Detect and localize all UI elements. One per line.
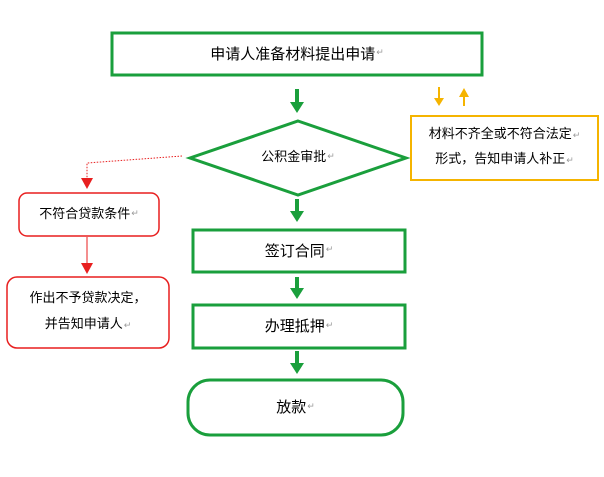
return-mark: ↵ [131,208,139,219]
sign-box [191,228,407,274]
loan-box [186,378,405,437]
sign-text: 签订合同 [264,241,325,260]
apply-label: 申请人准备材料提出申请↵ [112,33,482,75]
loan-text: 放款 [276,398,307,417]
arrow-mortgage-to-loan-head [290,363,304,374]
review-diamond [185,119,411,197]
review-text: 公积金审批 [261,150,327,166]
incomplete-label: 材料不齐全或不符合法定↵ 形式，告知申请人补正↵ [411,118,598,178]
yellow-arrow-down-head [434,98,444,106]
loan-label: 放款↵ [188,380,403,435]
return-mark: ↵ [307,401,315,412]
reject-text-line1: 作出不予贷款决定， [29,291,147,306]
incomplete-box [410,115,599,181]
reject-text-line2: 并告知申请人 [44,317,123,332]
yellow-arrow-up-head [459,88,469,97]
return-mark: ↵ [325,320,334,331]
mortgage-label: 办理抵押↵ [193,305,405,348]
return-mark: ↵ [327,152,335,163]
mortgage-text: 办理抵押 [264,317,325,336]
reject-box [6,276,170,349]
arrow-review-to-sign-head [290,211,304,222]
reject-label: 作出不予贷款决定， 并告知申请人↵ [7,279,169,346]
apply-text: 申请人准备材料提出申请 [210,44,376,63]
mortgage-box [191,303,407,350]
not-eligible-label: 不符合贷款条件↵ [19,193,159,236]
not-eligible-text: 不符合贷款条件 [39,206,131,222]
red-arrow-to-reject-head [81,263,93,274]
return-mark: ↵ [376,48,384,59]
not-eligible-box [18,192,160,237]
incomplete-text-line1: 材料不齐全或不符合法定 [428,127,572,142]
return-mark: ↵ [572,131,581,141]
review-label: 公积金审批↵ [230,140,366,176]
apply-box [110,31,484,77]
red-dotted-connector [86,155,183,178]
return-mark: ↵ [325,245,334,256]
return-mark: ↵ [123,321,132,331]
return-mark: ↵ [566,156,574,166]
incomplete-text-line2: 形式，告知申请人补正 [435,152,566,167]
arrow-apply-to-review-head [290,102,304,113]
arrow-sign-to-mortgage-head [290,288,304,299]
red-arrow-to-not-eligible-head [81,178,93,189]
sign-label: 签订合同↵ [193,230,405,272]
